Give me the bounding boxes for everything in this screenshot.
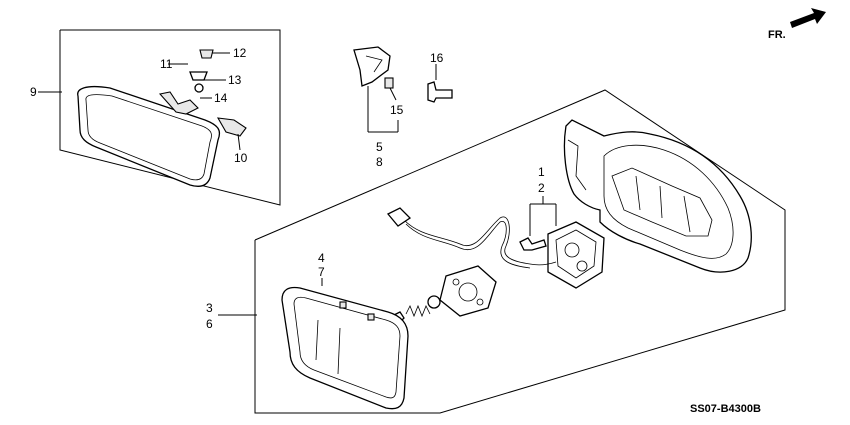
callout-3: 3: [206, 301, 213, 315]
callout-labels: 1 2 3 4 5 6 7 8 9 10 11 12 13 14 15 16: [30, 46, 545, 331]
callout-5: 5: [376, 140, 383, 154]
mirror-holder: [439, 265, 497, 317]
actuator-screw: [519, 237, 547, 251]
callout-16: 16: [430, 51, 444, 65]
inside-mirror: [77, 85, 221, 187]
mirror-glass: [281, 286, 409, 410]
callout-8: 8: [376, 155, 383, 169]
mirror-actuator: [547, 221, 605, 289]
diagram-code: SS07-B4300B: [690, 403, 761, 415]
callout-15: 15: [390, 103, 404, 117]
screw-part: [427, 64, 453, 103]
callout-9: 9: [30, 85, 37, 99]
front-label: FR.: [768, 29, 786, 41]
mirror-housing: [563, 119, 752, 273]
mirror-cover-group: [353, 46, 399, 133]
wire-harness: [386, 207, 557, 269]
callout-10: 10: [234, 151, 248, 165]
front-direction-indicator: FR.: [768, 8, 826, 41]
callout-7: 7: [318, 265, 325, 279]
callout-14: 14: [214, 91, 228, 105]
callout-11: 11: [160, 57, 173, 71]
front-arrow-icon: [790, 8, 826, 28]
callout-6: 6: [206, 317, 213, 331]
callout-12: 12: [233, 46, 247, 60]
callout-1: 1: [538, 165, 545, 179]
door-mirror-group: [218, 89, 786, 414]
callout-13: 13: [228, 73, 242, 87]
callout-4: 4: [318, 251, 325, 265]
callout-2: 2: [538, 181, 545, 195]
inside-mirror-group: [38, 29, 281, 206]
